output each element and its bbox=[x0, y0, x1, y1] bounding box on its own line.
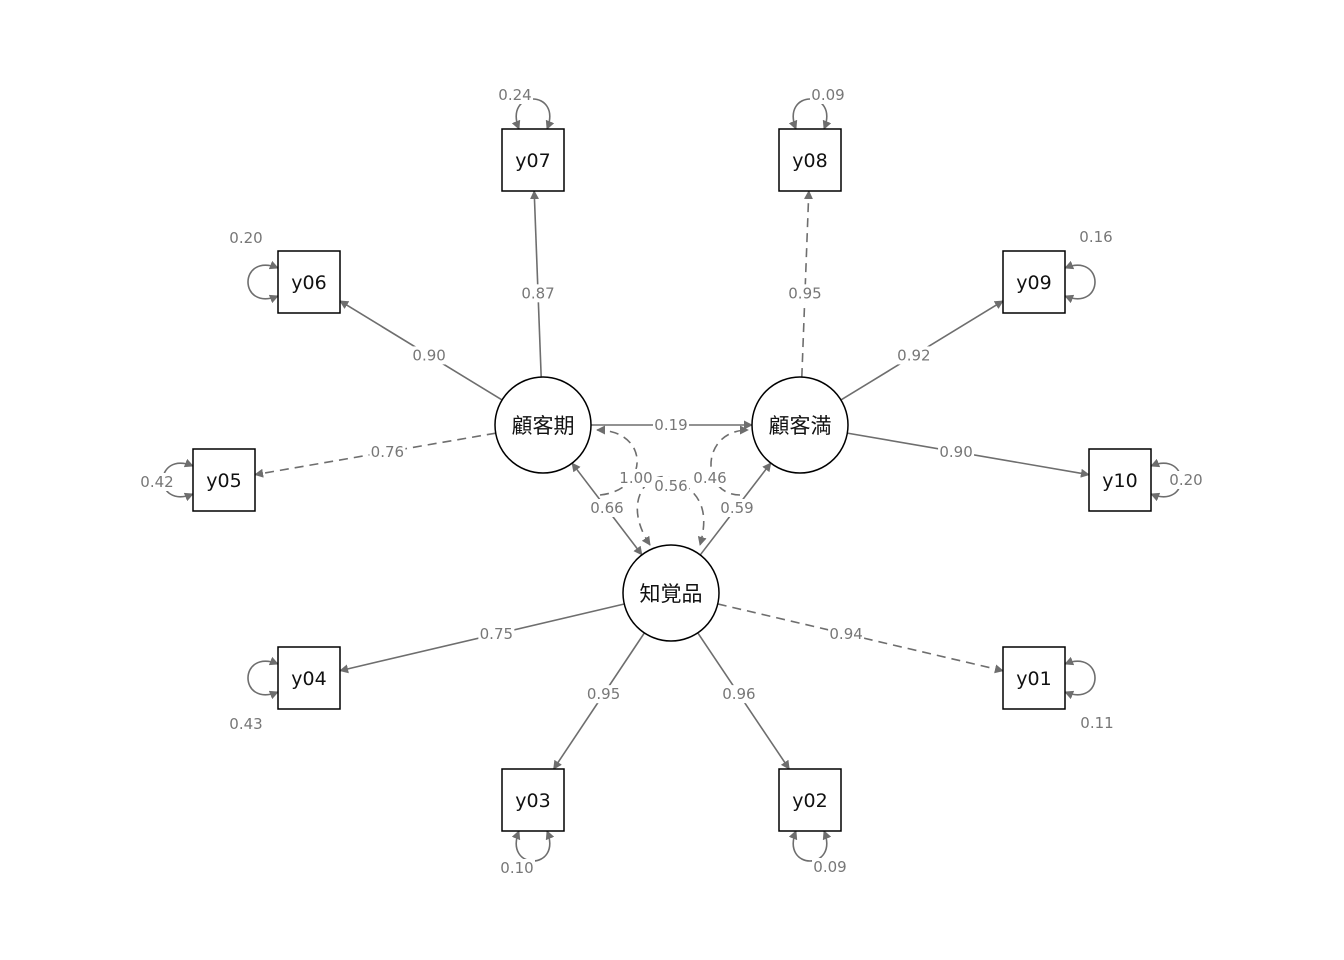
residual-label-y07: 0.24 bbox=[498, 86, 531, 104]
latent-node-L1 bbox=[494, 376, 592, 474]
loading-label-y02: 0.96 bbox=[722, 685, 755, 703]
residual-label-y10: 0.20 bbox=[1169, 471, 1202, 489]
observed-label-y07: y07 bbox=[515, 150, 550, 172]
residual-label-y05: 0.42 bbox=[140, 473, 173, 491]
loading-label-y07: 0.87 bbox=[521, 284, 554, 302]
loading-edge-y01 bbox=[717, 603, 1004, 674]
latent-node-L2 bbox=[751, 376, 849, 474]
residual-loop-y02 bbox=[788, 830, 832, 862]
loading-label-y06: 0.90 bbox=[412, 346, 445, 364]
residual-label-y04: 0.43 bbox=[229, 715, 262, 733]
latent-variance-curve-L2 bbox=[710, 425, 749, 496]
residual-loop-y09 bbox=[1064, 260, 1096, 304]
latent-variance-curve-L1 bbox=[596, 425, 638, 496]
loading-label-y05: 0.76 bbox=[371, 443, 404, 461]
observed-node-y04 bbox=[277, 646, 341, 710]
observed-node-y07 bbox=[501, 128, 565, 192]
structural-label-L1-L2: 0.19 bbox=[654, 416, 687, 434]
residual-loop-y01 bbox=[1064, 656, 1096, 700]
latent-variance-label-L2: 0.46 bbox=[693, 469, 726, 487]
observed-label-y01: y01 bbox=[1016, 668, 1051, 690]
residual-loop-y04 bbox=[247, 656, 279, 700]
residual-label-y08: 0.09 bbox=[811, 86, 844, 104]
residual-label-y09: 0.16 bbox=[1079, 228, 1112, 246]
latent-variance-label-L1: 1.00 bbox=[619, 469, 652, 487]
observed-node-y09 bbox=[1002, 250, 1066, 314]
observed-label-y09: y09 bbox=[1016, 272, 1051, 294]
latent-label-L3: 知覚品 bbox=[640, 582, 703, 606]
latent-label-L2: 顧客満 bbox=[769, 414, 832, 438]
loading-label-y03: 0.95 bbox=[587, 685, 620, 703]
observed-node-y02 bbox=[778, 768, 842, 832]
loading-label-y10: 0.90 bbox=[939, 443, 972, 461]
observed-node-y01 bbox=[1002, 646, 1066, 710]
loading-label-y08: 0.95 bbox=[788, 284, 821, 302]
observed-node-y10 bbox=[1088, 448, 1152, 512]
loading-label-y01: 0.94 bbox=[829, 625, 862, 643]
loading-edge-y07 bbox=[529, 190, 542, 378]
loading-edge-y08 bbox=[801, 190, 814, 378]
residual-loop-y03 bbox=[511, 830, 555, 862]
observed-label-y02: y02 bbox=[792, 790, 827, 812]
latent-variance-label-L3: 0.56 bbox=[654, 477, 687, 495]
residual-label-y03: 0.10 bbox=[500, 859, 533, 877]
loading-label-y04: 0.75 bbox=[480, 625, 513, 643]
observed-node-y03 bbox=[501, 768, 565, 832]
structural-label-L3-L1: 0.66 bbox=[590, 499, 623, 517]
structural-label-L3-L2: 0.59 bbox=[720, 499, 753, 517]
observed-label-y08: y08 bbox=[792, 150, 827, 172]
latent-node-L3 bbox=[622, 544, 720, 642]
residual-label-y06: 0.20 bbox=[229, 229, 262, 247]
residual-loop-y06 bbox=[247, 260, 279, 304]
residual-label-y01: 0.11 bbox=[1080, 714, 1113, 732]
observed-label-y10: y10 bbox=[1102, 470, 1137, 492]
latent-label-L1: 顧客期 bbox=[512, 414, 575, 438]
residual-label-y02: 0.09 bbox=[813, 858, 846, 876]
observed-label-y03: y03 bbox=[515, 790, 550, 812]
observed-label-y04: y04 bbox=[291, 668, 326, 690]
observed-label-y05: y05 bbox=[206, 470, 241, 492]
observed-node-y06 bbox=[277, 250, 341, 314]
observed-node-y05 bbox=[192, 448, 256, 512]
observed-node-y08 bbox=[778, 128, 842, 192]
observed-label-y06: y06 bbox=[291, 272, 326, 294]
loading-label-y09: 0.92 bbox=[897, 346, 930, 364]
